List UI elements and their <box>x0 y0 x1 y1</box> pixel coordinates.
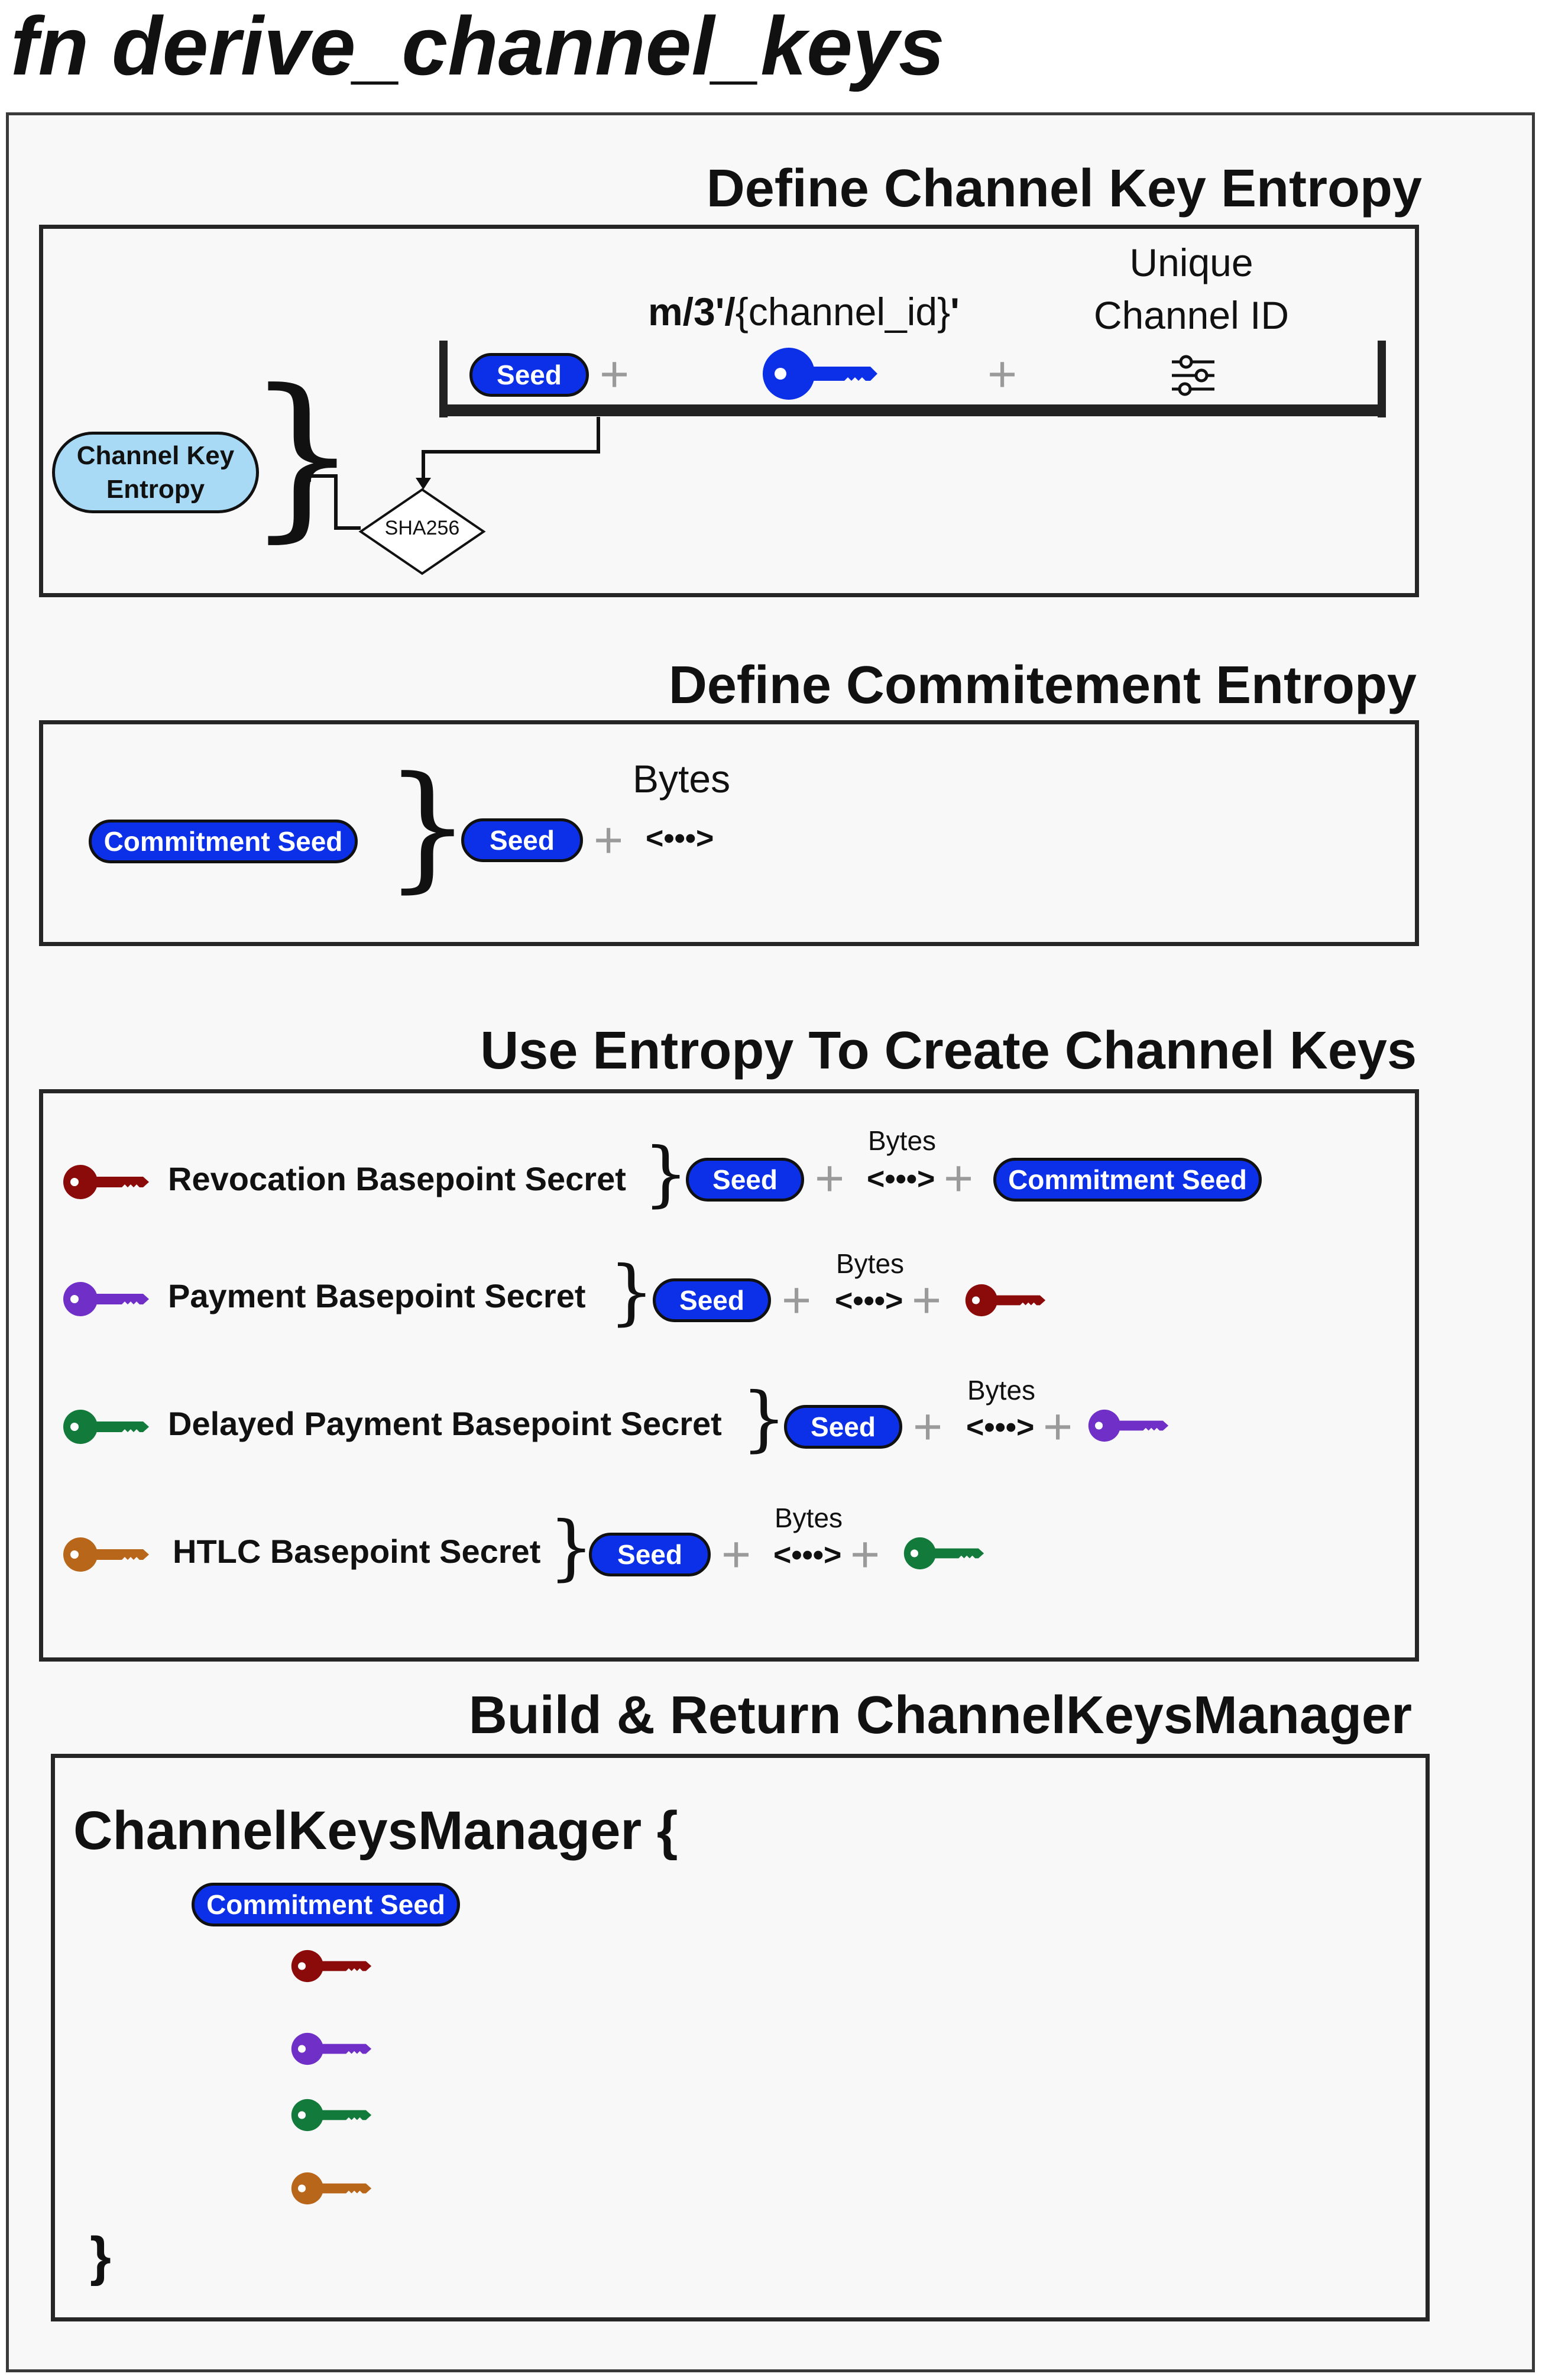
row-brace: } <box>643 1133 689 1215</box>
delayed-payment-key-icon <box>290 2097 372 2133</box>
bytes-symbol: <•••> <box>646 821 714 856</box>
payment-label: Payment Basepoint Secret <box>168 1277 586 1314</box>
revocation-label: Revocation Basepoint Secret <box>168 1160 626 1197</box>
commitment-seed-pill: Commitment Seed <box>192 1883 460 1926</box>
sliders-icon <box>1170 355 1217 399</box>
derivation-path-label: m/3'/{channel_id}' <box>648 292 960 331</box>
section-title-commitment-entropy: Define Commitement Entropy <box>668 656 1417 715</box>
path-regular: {channel_id} <box>735 290 951 333</box>
entropy-connectors <box>298 417 600 530</box>
section-title-build-manager: Build & Return ChannelKeysManager <box>468 1686 1412 1745</box>
commitment-seed-pill: Commitment Seed <box>993 1158 1262 1202</box>
plus-sign: + <box>850 1526 880 1583</box>
seed-pill: Seed <box>653 1278 771 1322</box>
bytes-label: Bytes <box>836 1248 905 1279</box>
plus-sign: + <box>594 812 624 869</box>
bytes-label: Bytes <box>775 1503 843 1533</box>
section-title-create-keys: Use Entropy To Create Channel Keys <box>480 1021 1417 1080</box>
commitment-brace: } <box>384 748 471 906</box>
seed-pill: Seed <box>686 1158 804 1202</box>
bracket-right-bar <box>1378 341 1386 417</box>
bytes-symbol: <•••> <box>835 1284 903 1318</box>
plus-sign: + <box>782 1272 812 1329</box>
unique-channel-id-label: Unique Channel ID <box>1093 241 1290 338</box>
bytes-label: Bytes <box>967 1375 1036 1406</box>
path-bold: m/3'/ <box>648 290 736 333</box>
plus-sign: + <box>944 1150 974 1207</box>
plus-sign: + <box>600 346 630 403</box>
htlc-key-icon <box>61 1535 150 1574</box>
bytes-symbol: <•••> <box>966 1410 1035 1445</box>
plus-sign: + <box>913 1398 943 1455</box>
seed-pill: Seed <box>469 353 589 397</box>
sha256-node <box>357 487 487 579</box>
section-title-channel-key-entropy: Define Channel Key Entropy <box>706 159 1422 218</box>
bytes-label: Bytes <box>633 757 731 801</box>
seed-pill: Seed <box>784 1405 902 1449</box>
row-brace: } <box>609 1251 655 1333</box>
htlc-label: HTLC Basepoint Secret <box>173 1533 541 1570</box>
bracket-left-bar <box>439 341 448 417</box>
entropy-brace: } <box>246 352 359 558</box>
revocation-key-icon <box>290 1948 372 1984</box>
plus-sign: + <box>1043 1398 1073 1455</box>
bytes-symbol: <•••> <box>867 1162 935 1196</box>
payment-key-icon <box>61 1280 150 1319</box>
bytes-symbol: <•••> <box>773 1538 842 1572</box>
bracket-bottom-bar <box>439 404 1386 416</box>
key-icon <box>760 344 879 403</box>
delayed-payment-key-icon <box>61 1407 150 1446</box>
htlc-key-icon <box>290 2170 372 2207</box>
plus-sign: + <box>815 1150 845 1207</box>
path-suffix: ' <box>950 290 960 333</box>
row-brace: } <box>741 1378 787 1460</box>
revocation-key-icon <box>61 1163 150 1202</box>
plus-sign: + <box>987 346 1018 403</box>
payment-key-icon <box>1087 1407 1170 1444</box>
payment-key-icon <box>290 2031 372 2067</box>
seed-pill: Seed <box>461 818 583 862</box>
bytes-label: Bytes <box>868 1125 937 1156</box>
sha256-label: SHA256 <box>384 517 460 539</box>
channel-key-entropy-bubble: Channel Key Entropy <box>52 432 259 513</box>
plus-sign: + <box>721 1526 751 1583</box>
delayed-payment-key-icon <box>902 1535 985 1572</box>
delayed-payment-label: Delayed Payment Basepoint Secret <box>168 1405 722 1442</box>
plus-sign: + <box>912 1272 942 1329</box>
page-title: fn derive_channel_keys <box>11 0 945 92</box>
seed-pill: Seed <box>589 1533 711 1576</box>
commitment-seed-pill: Commitment Seed <box>89 820 358 863</box>
manager-code-open: ChannelKeysManager { <box>73 1801 678 1861</box>
revocation-key-icon <box>964 1282 1047 1319</box>
row-brace: } <box>549 1507 594 1589</box>
build-manager-panel <box>51 1754 1430 2321</box>
manager-code-close: } <box>90 2226 111 2287</box>
